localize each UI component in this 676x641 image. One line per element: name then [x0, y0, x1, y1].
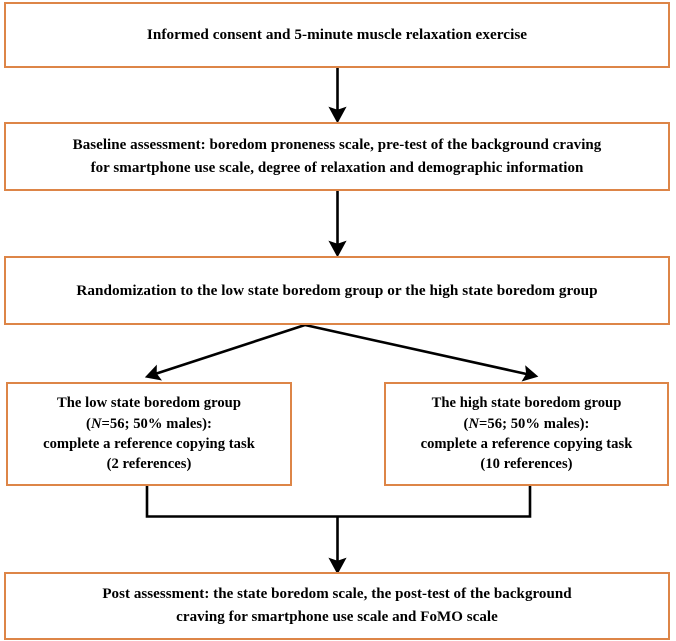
- baseline-assessment-box: Baseline assessment: boredom proneness s…: [4, 122, 670, 191]
- low-group-n-symbol: N: [90, 415, 102, 432]
- high-state-boredom-group-text: The high state boredom group (N=56; 50% …: [396, 393, 657, 475]
- low-group-line-3: complete a reference copying task: [43, 436, 255, 452]
- high-group-paren-open: (: [463, 415, 469, 432]
- post-assessment-box: Post assessment: the state boredom scale…: [4, 572, 670, 640]
- low-state-boredom-group-box: The low state boredom group (N=56; 50% m…: [6, 382, 292, 486]
- low-state-boredom-group-text: The low state boredom group (N=56; 50% m…: [18, 393, 280, 475]
- post-assessment-line-1: Post assessment: the state boredom scale…: [102, 586, 572, 603]
- low-group-line-1: The low state boredom group: [56, 395, 242, 412]
- randomization-line-1: Randomization to the low state boredom g…: [76, 281, 598, 299]
- baseline-assessment-line-1: Baseline assessment: boredom proneness s…: [72, 136, 602, 153]
- arrow-randomization-to-high-group: [304, 323, 539, 382]
- informed-consent-box: Informed consent and 5-minute muscle rel…: [4, 2, 670, 68]
- low-group-sample-info: =56; 50% males):: [101, 415, 212, 432]
- low-group-paren-open: (: [86, 415, 91, 432]
- informed-consent-line-1: Informed consent and 5-minute muscle rel…: [146, 26, 528, 44]
- high-group-line-3: complete a reference copying task: [420, 436, 633, 452]
- high-group-line-4: (10 references): [480, 456, 573, 473]
- baseline-assessment-text: Baseline assessment: boredom proneness s…: [16, 134, 658, 180]
- arrow-randomization-to-low-group: [144, 323, 306, 381]
- high-group-sample-info: =56; 50% males):: [479, 415, 590, 432]
- connector-groups-merge-to-post: [145, 486, 532, 575]
- informed-consent-text: Informed consent and 5-minute muscle rel…: [16, 23, 658, 46]
- post-assessment-line-2: craving for smartphone use scale and FoM…: [176, 609, 498, 625]
- post-assessment-text: Post assessment: the state boredom scale…: [16, 583, 658, 629]
- randomization-box: Randomization to the low state boredom g…: [4, 256, 670, 325]
- high-group-line-2: (N=56; 50% males):: [396, 414, 657, 434]
- high-state-boredom-group-box: The high state boredom group (N=56; 50% …: [384, 382, 669, 486]
- low-group-line-2: (N=56; 50% males):: [18, 414, 280, 434]
- high-group-line-1: The high state boredom group: [431, 395, 622, 412]
- baseline-assessment-line-2: for smartphone use scale, degree of rela…: [90, 159, 584, 176]
- randomization-text: Randomization to the low state boredom g…: [16, 279, 658, 302]
- high-group-n-symbol: N: [468, 415, 480, 432]
- low-group-line-4: (2 references): [106, 456, 192, 473]
